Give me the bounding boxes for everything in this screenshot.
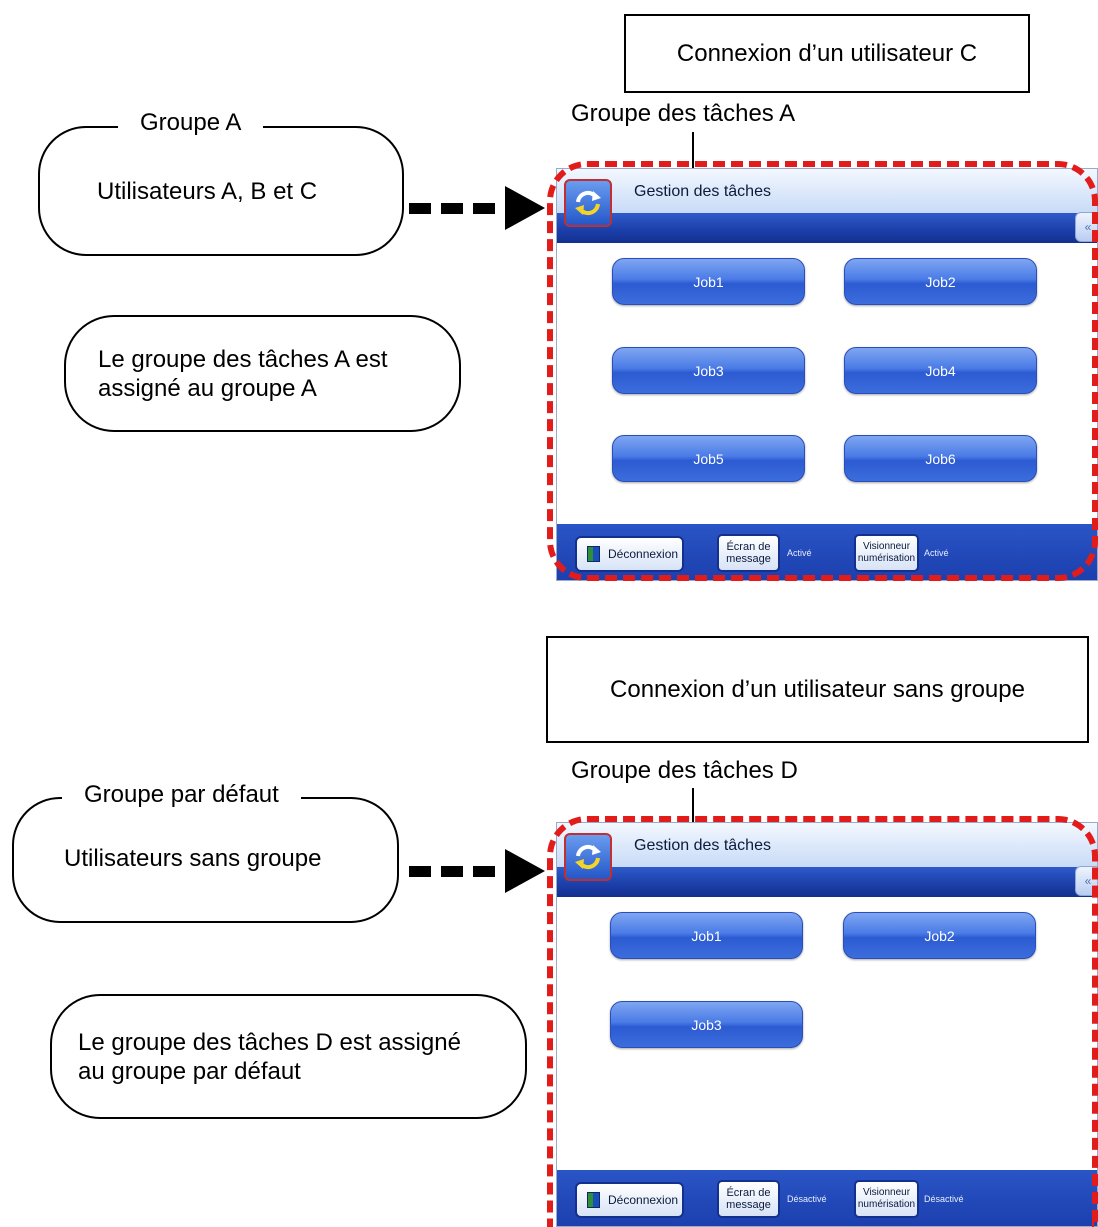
jobgroup-d-label: Groupe des tâches D bbox=[571, 757, 798, 784]
job-button[interactable]: Job3 bbox=[612, 347, 805, 394]
chevron-left-icon[interactable]: « bbox=[1075, 212, 1097, 242]
message-screen-button[interactable]: Écran de message bbox=[717, 1180, 780, 1218]
message-btn-line-2: message bbox=[726, 553, 771, 565]
message-btn-line-1: Écran de bbox=[726, 541, 771, 553]
viewer-status: Activé bbox=[924, 548, 949, 558]
logout-label: Déconnexion bbox=[608, 1193, 679, 1207]
door-icon bbox=[587, 1192, 600, 1208]
scan-viewer-button[interactable]: Visionneur numérisation bbox=[854, 534, 919, 572]
message-btn-line-1: Écran de bbox=[726, 1187, 771, 1199]
note-line-1: Le groupe des tâches D est assigné bbox=[78, 1028, 461, 1056]
logout-button[interactable]: Déconnexion bbox=[575, 1182, 684, 1218]
job-button[interactable]: Job2 bbox=[844, 258, 1037, 305]
screen-header bbox=[557, 823, 1097, 867]
default-group-box bbox=[12, 797, 399, 923]
logout-label: Déconnexion bbox=[608, 547, 679, 561]
title-box-text: Connexion d’un utilisateur C bbox=[676, 39, 978, 67]
message-screen-button[interactable]: Écran de message bbox=[717, 534, 780, 572]
default-group-users: Utilisateurs sans groupe bbox=[64, 845, 322, 872]
group-a-legend: Groupe A bbox=[118, 109, 264, 137]
jobgroup-a-label: Groupe des tâches A bbox=[571, 100, 796, 127]
arrow-right-icon bbox=[409, 849, 549, 893]
job-button[interactable]: Job3 bbox=[610, 1001, 803, 1048]
viewer-btn-line-1: Visionneur bbox=[862, 541, 911, 552]
viewer-btn-line-2: numérisation bbox=[857, 553, 916, 564]
screen-footer: Déconnexion Écran de message Activé Visi… bbox=[557, 524, 1097, 580]
note-group-d: Le groupe des tâches D est assigné au gr… bbox=[50, 994, 527, 1119]
viewer-btn-line-2: numérisation bbox=[857, 1199, 916, 1210]
title-box-text: Connexion d’un utilisateur sans groupe bbox=[610, 675, 1025, 703]
message-status: Activé bbox=[787, 548, 812, 558]
default-group-legend: Groupe par défaut bbox=[62, 781, 301, 809]
screen-title: Gestion des tâches bbox=[634, 837, 771, 854]
note-group-a: Le groupe des tâches A est assigné au gr… bbox=[64, 315, 461, 432]
screen-job-menu-a: Gestion des tâches « Job1 Job2 Job3 Job4… bbox=[556, 168, 1098, 581]
job-button[interactable]: Job2 bbox=[843, 912, 1036, 959]
note-line-2: au groupe par défaut bbox=[78, 1057, 301, 1085]
screen-footer: Déconnexion Écran de message Désactivé V… bbox=[557, 1170, 1097, 1226]
job-button[interactable]: Job1 bbox=[610, 912, 803, 959]
screen-header bbox=[557, 169, 1097, 213]
message-status: Désactivé bbox=[787, 1194, 827, 1204]
screen-band bbox=[557, 213, 1097, 243]
viewer-btn-line-1: Visionneur bbox=[862, 1187, 911, 1198]
refresh-icon[interactable] bbox=[564, 833, 612, 881]
job-button[interactable]: Job4 bbox=[844, 347, 1037, 394]
scan-viewer-button[interactable]: Visionneur numérisation bbox=[854, 1180, 919, 1218]
screen-band bbox=[557, 867, 1097, 897]
title-box-user-c: Connexion d’un utilisateur C bbox=[624, 14, 1030, 93]
job-button[interactable]: Job1 bbox=[612, 258, 805, 305]
chevron-left-icon[interactable]: « bbox=[1075, 866, 1097, 896]
job-button[interactable]: Job6 bbox=[844, 435, 1037, 482]
refresh-icon[interactable] bbox=[564, 179, 612, 227]
message-btn-line-2: message bbox=[726, 1199, 771, 1211]
note-line-2: assigné au groupe A bbox=[98, 374, 317, 402]
door-icon bbox=[587, 546, 600, 562]
title-box-no-group: Connexion d’un utilisateur sans groupe bbox=[546, 636, 1089, 743]
note-line-1: Le groupe des tâches A est bbox=[98, 345, 388, 373]
logout-button[interactable]: Déconnexion bbox=[575, 536, 684, 572]
viewer-status: Désactivé bbox=[924, 1194, 964, 1204]
job-button[interactable]: Job5 bbox=[612, 435, 805, 482]
screen-job-menu-d: Gestion des tâches « Job1 Job2 Job3 Déco… bbox=[556, 822, 1098, 1227]
group-a-users: Utilisateurs A, B et C bbox=[97, 178, 318, 205]
screen-title: Gestion des tâches bbox=[634, 183, 771, 200]
arrow-right-icon bbox=[409, 186, 549, 230]
